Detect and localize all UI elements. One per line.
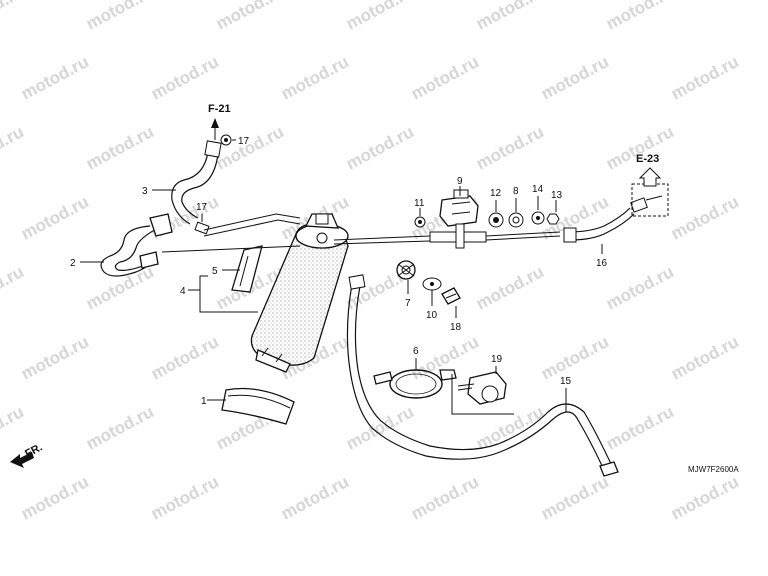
part-5-canister-cover bbox=[231, 245, 263, 293]
part-4-canister bbox=[250, 213, 349, 373]
watermark-text: motod.ru bbox=[148, 332, 222, 383]
part-19-connector bbox=[451, 371, 514, 415]
part-17-clamp-lower bbox=[194, 221, 210, 235]
part-3-hose bbox=[171, 140, 222, 225]
callout-16: 16 bbox=[596, 258, 608, 269]
watermark-text: motod.ru bbox=[0, 122, 27, 173]
part-18-bolt bbox=[441, 287, 461, 305]
watermark-text: motod.ru bbox=[83, 0, 157, 34]
watermark-text: motod.ru bbox=[18, 332, 92, 383]
ref-arrow-f21: F-21 bbox=[208, 103, 231, 140]
callout-17-lower: 17 bbox=[196, 202, 208, 213]
callout-19: 19 bbox=[491, 354, 503, 365]
callout-1: 1 bbox=[201, 396, 207, 407]
watermark-layer: motod.ru motod.ru motod.ru motod.ru motod.ru… bbox=[0, 0, 742, 524]
part-11-grommet bbox=[414, 216, 426, 228]
callout-17-upper: 17 bbox=[238, 136, 250, 147]
callout-4: 4 bbox=[180, 286, 186, 297]
callout-9: 9 bbox=[457, 176, 463, 187]
watermark-text: motod.ru bbox=[603, 122, 677, 173]
watermark-text: motod.ru bbox=[668, 472, 742, 523]
watermark-text: motod.ru bbox=[343, 0, 417, 34]
callout-12: 12 bbox=[490, 188, 502, 199]
callout-14: 14 bbox=[532, 184, 544, 195]
watermark-text: motod.ru bbox=[603, 402, 677, 453]
callout-numbers: 1 2 3 4 5 6 7 8 9 10 11 12 13 14 15 16 1… bbox=[70, 136, 608, 407]
part-1-band bbox=[221, 387, 295, 425]
watermark-text: motod.ru bbox=[603, 0, 677, 34]
callout-8: 8 bbox=[513, 186, 519, 197]
callout-7: 7 bbox=[405, 298, 411, 309]
callout-6: 6 bbox=[413, 346, 419, 357]
watermark-text: motod.ru bbox=[0, 0, 27, 34]
part-16-hose bbox=[563, 195, 663, 243]
watermark-text: motod.ru bbox=[473, 0, 547, 34]
diagram-code: MJW7F2600A bbox=[688, 465, 739, 474]
watermark-text: motod.ru bbox=[18, 52, 92, 103]
callout-13: 13 bbox=[551, 190, 563, 201]
callout-2: 2 bbox=[70, 258, 76, 269]
watermark-text: motod.ru bbox=[213, 0, 287, 34]
watermark-text: motod.ru bbox=[538, 52, 612, 103]
callout-3: 3 bbox=[142, 186, 148, 197]
watermark-text: motod.ru bbox=[473, 262, 547, 313]
watermark-text: motod.ru bbox=[83, 122, 157, 173]
part-17-clamp-upper bbox=[220, 134, 232, 146]
leader-lines bbox=[80, 139, 669, 412]
part-12-washer bbox=[488, 212, 504, 228]
watermark-text: motod.ru bbox=[603, 262, 677, 313]
watermark-text: motod.ru bbox=[408, 52, 482, 103]
watermark-text: motod.ru bbox=[278, 52, 352, 103]
watermark-text: motod.ru bbox=[343, 122, 417, 173]
part-8-washer bbox=[508, 212, 524, 228]
part-14-collar bbox=[531, 211, 545, 225]
watermark-text: motod.ru bbox=[668, 52, 742, 103]
watermark-text: motod.ru bbox=[538, 472, 612, 523]
watermark-text: motod.ru bbox=[148, 472, 222, 523]
ref-label-e23: E-23 bbox=[636, 153, 659, 165]
callout-11: 11 bbox=[414, 198, 425, 209]
ref-arrow-e23: E-23 bbox=[636, 153, 662, 187]
watermark-text: motod.ru bbox=[668, 332, 742, 383]
part-9-solenoid-valve bbox=[429, 189, 561, 249]
callout-5: 5 bbox=[212, 266, 218, 277]
watermark-text: motod.ru bbox=[473, 402, 547, 453]
watermark-text: motod.ru bbox=[148, 52, 222, 103]
watermark-text: motod.ru bbox=[668, 192, 742, 243]
part-6-clamp bbox=[373, 369, 457, 399]
part-13-nut bbox=[546, 213, 560, 225]
watermark-text: motod.ru bbox=[18, 472, 92, 523]
watermark-text: motod.ru bbox=[278, 472, 352, 523]
watermark-text: motod.ru bbox=[408, 472, 482, 523]
part-2-hose bbox=[100, 213, 173, 277]
watermark-text: motod.ru bbox=[0, 262, 27, 313]
connecting-tubes bbox=[161, 213, 431, 253]
part-15-hose bbox=[346, 274, 619, 477]
part-7-fitting bbox=[396, 260, 416, 280]
watermark-text: motod.ru bbox=[83, 402, 157, 453]
watermark-text: motod.ru bbox=[538, 332, 612, 383]
watermark-text: motod.ru bbox=[18, 192, 92, 243]
watermark-text: motod.ru bbox=[0, 402, 27, 453]
ref-label-f21: F-21 bbox=[208, 103, 231, 115]
watermark-text: motod.ru bbox=[343, 402, 417, 453]
callout-10: 10 bbox=[426, 310, 438, 321]
front-arrow-label: FR. bbox=[23, 441, 44, 460]
part-10-washer bbox=[422, 277, 442, 291]
watermark-text: motod.ru bbox=[473, 122, 547, 173]
callout-15: 15 bbox=[560, 376, 572, 387]
front-arrow: FR. bbox=[10, 441, 44, 468]
watermark-text: motod.ru bbox=[213, 122, 287, 173]
callout-18: 18 bbox=[450, 322, 462, 333]
